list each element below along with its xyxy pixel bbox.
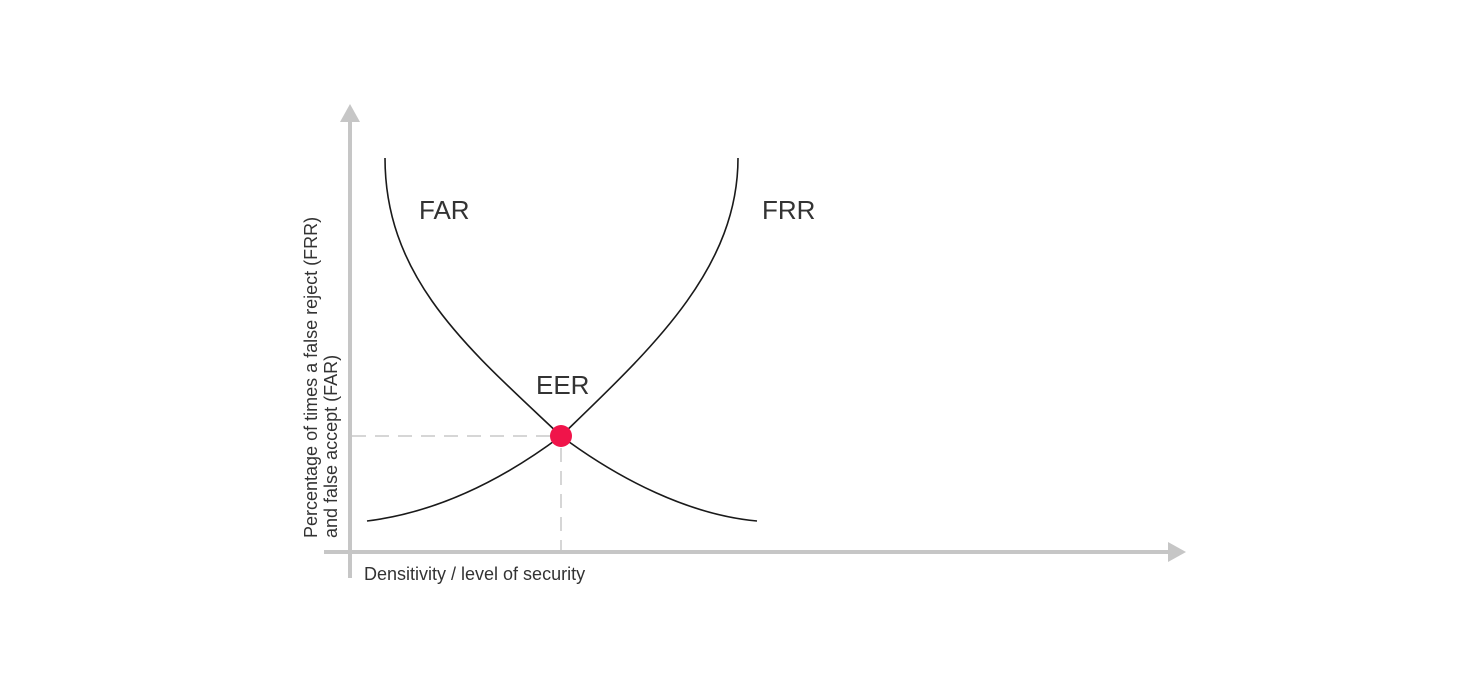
far-curve	[384, 157, 758, 522]
curves	[366, 157, 758, 522]
frr-label: FRR	[762, 195, 815, 225]
y-axis-label-line1: Percentage of times a false reject (FRR)	[301, 217, 321, 538]
y-axis-label-line2: and false accept (FAR)	[321, 355, 341, 538]
x-axis-label: Densitivity / level of security	[364, 564, 585, 584]
x-axis-arrow	[1168, 542, 1186, 562]
eer-guides	[352, 435, 562, 550]
far-label: FAR	[419, 195, 470, 225]
frr-curve	[366, 157, 739, 522]
axes	[324, 104, 1186, 578]
eer-point	[550, 425, 572, 447]
y-axis-arrow	[340, 104, 360, 122]
eer-label: EER	[536, 370, 589, 400]
